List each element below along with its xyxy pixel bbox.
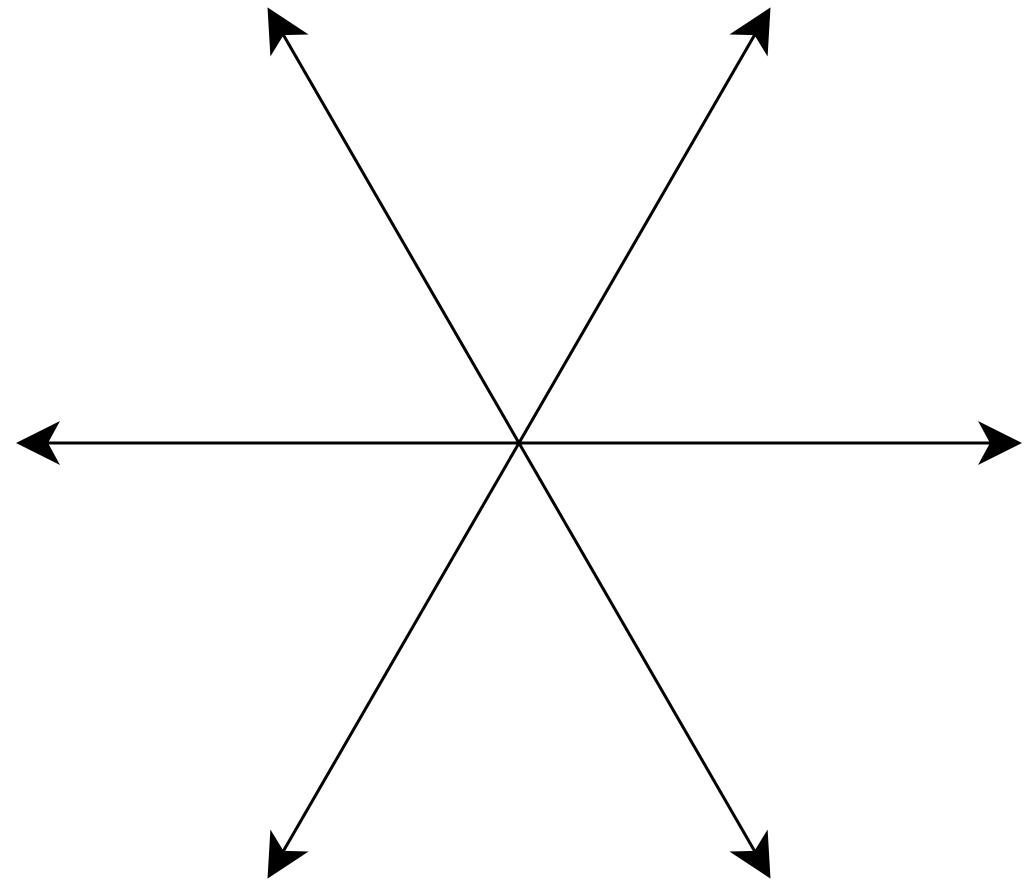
arrowhead-upper-right-icon	[729, 7, 771, 57]
arrowhead-right-icon	[978, 421, 1022, 465]
arrowhead-upper-left-icon	[267, 7, 309, 57]
arrowhead-lower-left-icon	[267, 829, 309, 879]
line-lower-right-to-upper-left	[282, 34, 756, 852]
arrowhead-left-icon	[16, 421, 60, 465]
rays-group	[16, 7, 1022, 879]
arrowhead-lower-right-icon	[729, 829, 771, 879]
